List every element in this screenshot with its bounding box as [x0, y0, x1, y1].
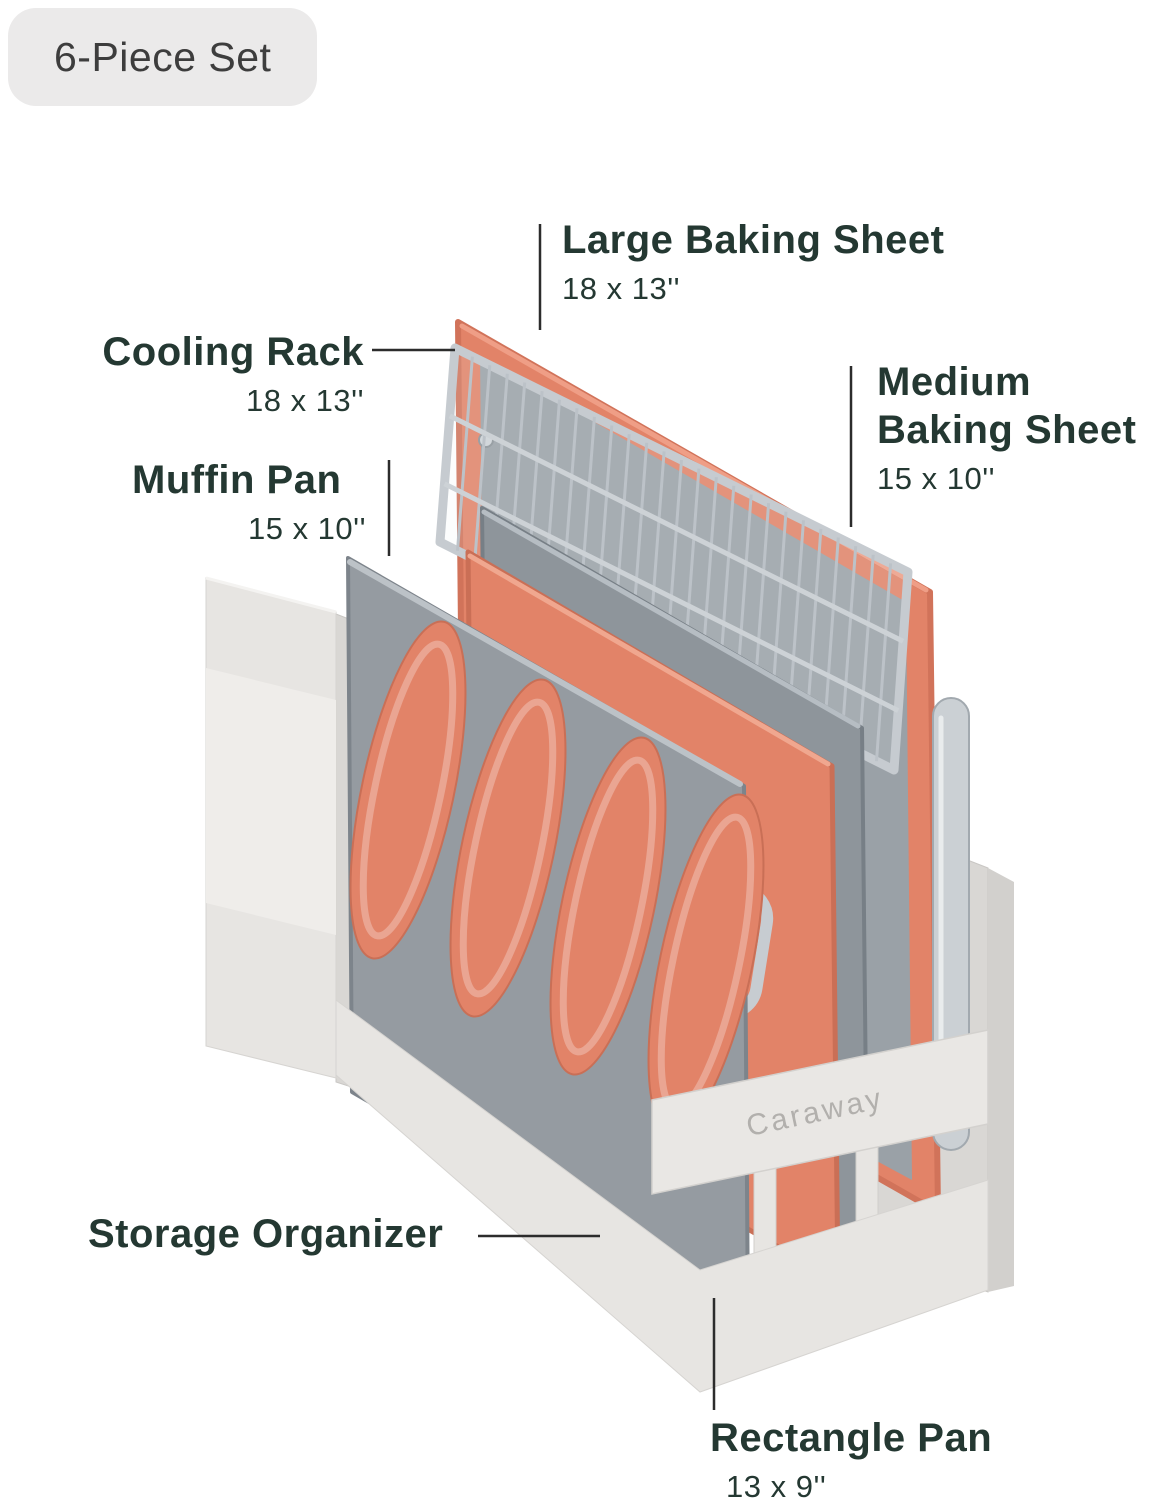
- callout-muffin-pan: Muffin Pan 15 x 10'': [132, 456, 366, 547]
- callout-cooling-rack: Cooling Rack 18 x 13'': [78, 328, 364, 419]
- large-baking-sheet-label: Large Baking Sheet: [562, 218, 945, 262]
- callout-rectangle-pan: Rectangle Pan 13 x 9'': [710, 1414, 992, 1500]
- callout-medium-baking-sheet: Medium Baking Sheet 15 x 10'': [877, 358, 1162, 497]
- cooling-rack: [435, 343, 913, 775]
- organizer-strap: Caraway: [651, 1029, 989, 1195]
- organizer-right-end: [988, 868, 1014, 1292]
- rectangle-pan-label: Rectangle Pan: [710, 1416, 993, 1460]
- large-baking-sheet-size: 18 x 13'': [562, 271, 681, 306]
- cooling-rack-size: 18 x 13'': [245, 383, 364, 418]
- callout-large-baking-sheet: Large Baking Sheet 18 x 13'': [562, 216, 944, 307]
- cooling-rack-label: Cooling Rack: [102, 330, 364, 374]
- storage-organizer-label: Storage Organizer: [88, 1212, 444, 1256]
- leader-lines: [372, 224, 853, 1410]
- muffin-cups: [349, 620, 765, 1133]
- muffin-pan-size: 15 x 10'': [247, 511, 366, 546]
- rack-wires: [456, 356, 893, 762]
- callout-storage-organizer: Storage Organizer: [88, 1210, 443, 1258]
- muffin-pan-label: Muffin Pan: [132, 458, 342, 502]
- medium-baking-sheet-label-line2: Baking Sheet: [877, 408, 1137, 452]
- set-count-badge: 6-Piece Set: [8, 8, 318, 106]
- medium-baking-sheet-size: 15 x 10'': [877, 461, 996, 496]
- organizer-left-band: [206, 668, 336, 935]
- medium-baking-sheet-label-line1: Medium: [877, 360, 1032, 404]
- rectangle-pan-size: 13 x 9'': [726, 1469, 827, 1500]
- organizer-left-panel: [205, 576, 337, 1079]
- set-count-label: 6-Piece Set: [54, 33, 272, 80]
